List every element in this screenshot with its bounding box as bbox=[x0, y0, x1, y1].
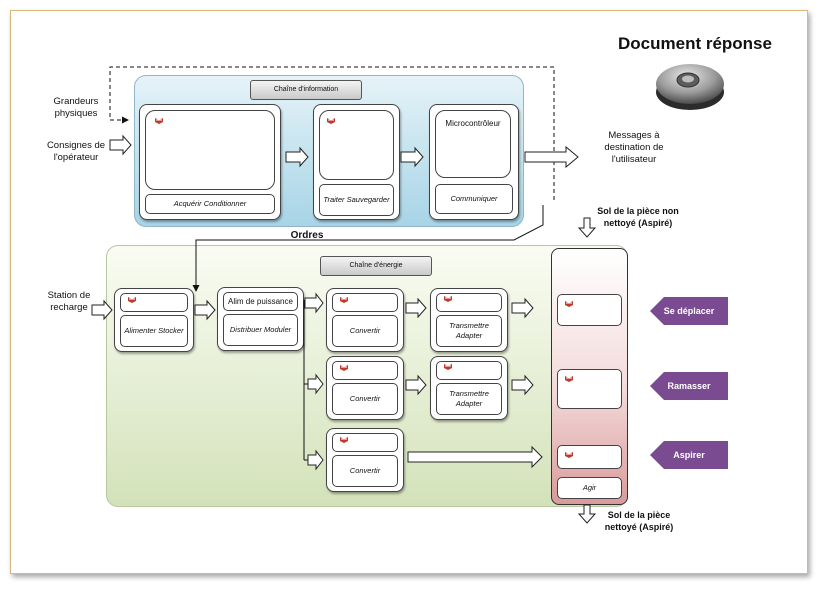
transmit-1-component-slot bbox=[436, 293, 502, 312]
actuator-slot-move bbox=[557, 294, 622, 326]
action-suction: Aspirer bbox=[650, 441, 728, 469]
convert-3-component-slot bbox=[332, 433, 398, 452]
convert-1-component-slot bbox=[332, 293, 398, 312]
user-messages-label: Messages à destination de l'utilisateur bbox=[604, 130, 664, 165]
convert-3-function-label: Convertir bbox=[332, 455, 398, 487]
supply-component-slot bbox=[120, 293, 188, 312]
supply-block: Alimenter Stocker bbox=[114, 288, 194, 352]
acquire-function-label: Acquérir Conditionner bbox=[145, 194, 275, 214]
down-arrow-bottom bbox=[577, 504, 597, 524]
microcontroller-slot: Microcontrôleur bbox=[435, 110, 511, 178]
transmit-block-2: Transmettre Adapter bbox=[430, 356, 508, 420]
transmit-block-1: Transmettre Adapter bbox=[430, 288, 508, 352]
actuator-slot-collect bbox=[557, 369, 622, 409]
convert-block-2: Convertir bbox=[326, 356, 404, 420]
action-move: Se déplacer bbox=[650, 297, 728, 325]
input-arrow-station bbox=[91, 299, 113, 321]
distribute-function-label: Distribuer Moduler bbox=[223, 314, 298, 346]
convert-1-function-label: Convertir bbox=[332, 315, 398, 347]
output-arrow-messages bbox=[524, 145, 579, 169]
floor-clean-label: Sol de la pièce nettoyé (Aspiré) bbox=[604, 510, 674, 532]
orders-label: Ordres bbox=[290, 230, 324, 241]
information-chain-label: Chaîne d'information bbox=[250, 80, 362, 100]
orders-line bbox=[192, 205, 544, 292]
input-arrow-consignes bbox=[109, 134, 132, 156]
convert-block-3: Convertir bbox=[326, 428, 404, 492]
transmit-1-function-label: Transmettre Adapter bbox=[436, 315, 502, 347]
acquire-block: Acquérir Conditionner bbox=[139, 104, 281, 220]
transmit-2-component-slot bbox=[436, 361, 502, 380]
action-collect: Ramasser bbox=[650, 372, 728, 400]
power-supply-slot: Alim de puissance bbox=[223, 292, 298, 311]
charging-station-label: Station de recharge bbox=[47, 290, 91, 313]
supply-function-label: Alimenter Stocker bbox=[120, 315, 188, 347]
convert-2-function-label: Convertir bbox=[332, 383, 398, 415]
floor-dirty-label: Sol de la pièce non nettoyé (Aspiré) bbox=[597, 206, 679, 228]
down-arrow-top bbox=[577, 217, 597, 238]
convert-block-1: Convertir bbox=[326, 288, 404, 352]
feedback-dashed-line bbox=[109, 66, 555, 200]
transmit-2-function-label: Transmettre Adapter bbox=[436, 383, 502, 415]
distribute-block: Alim de puissance Distribuer Moduler bbox=[217, 287, 304, 351]
communicate-function-label: Communiquer bbox=[435, 184, 513, 214]
page-title: Document réponse bbox=[618, 34, 772, 53]
energy-chain-label: Chaîne d'énergie bbox=[320, 256, 432, 276]
act-block: Agir bbox=[551, 248, 628, 505]
process-function-label: Traiter Sauvegarder bbox=[319, 184, 394, 216]
robot-vacuum-icon bbox=[656, 64, 724, 110]
communicate-block: Microcontrôleur Communiquer bbox=[429, 104, 519, 220]
acquire-component-slot bbox=[145, 110, 275, 190]
act-function-label: Agir bbox=[557, 477, 622, 499]
convert-2-component-slot bbox=[332, 361, 398, 380]
operator-instructions-label: Consignes de l'opérateur bbox=[46, 140, 106, 163]
physical-quantities-label: Grandeurs physiques bbox=[53, 96, 99, 119]
